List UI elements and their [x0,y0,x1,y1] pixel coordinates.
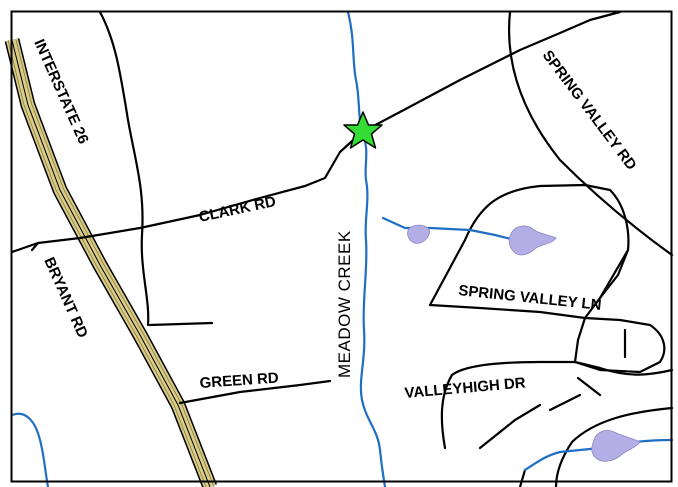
interstate-26 [4,38,217,487]
valleyhigh-branch-1 [478,403,542,450]
map-labels: INTERSTATE 26 BRYANT RD CLARK RD GREEN R… [30,37,640,402]
label-valleyhigh-dr: VALLEYHIGH DR [404,374,527,402]
bryant-rd [30,241,40,252]
lower-right-road [554,406,674,487]
roads [10,10,674,487]
tributary-north [381,216,517,242]
label-green-rd: GREEN RD [199,369,279,391]
star-icon[interactable] [343,111,383,149]
valleyhigh-dr [440,360,674,450]
spring-valley-ln [428,303,666,374]
ponds [407,224,641,462]
pond-2 [508,225,557,256]
label-meadow-creek: MEADOW CREEK [335,230,354,378]
label-spring-valley-rd: SPRING VALLEY RD [539,47,640,173]
side-road-2 [598,248,630,300]
valleyhigh-branch-2 [548,393,582,412]
tributary-left [10,412,50,487]
spur-road [148,321,214,327]
valleyhigh-branch-3 [576,376,602,397]
pond-3 [591,430,641,462]
spring-valley-rd [508,10,674,257]
lower-road-stub [518,468,527,487]
label-bryant-rd: BRYANT RD [40,255,91,341]
map-border [10,10,673,483]
green-rd [178,379,332,405]
meadow-creek-line [346,10,387,487]
label-spring-valley-ln: SPRING VALLEY LN [458,282,603,314]
pond-1 [407,224,430,244]
west-road [98,10,150,327]
label-clark-rd: CLARK RD [197,193,277,226]
clark-rd [10,10,622,254]
spring-valley-ln-loop [428,183,630,364]
